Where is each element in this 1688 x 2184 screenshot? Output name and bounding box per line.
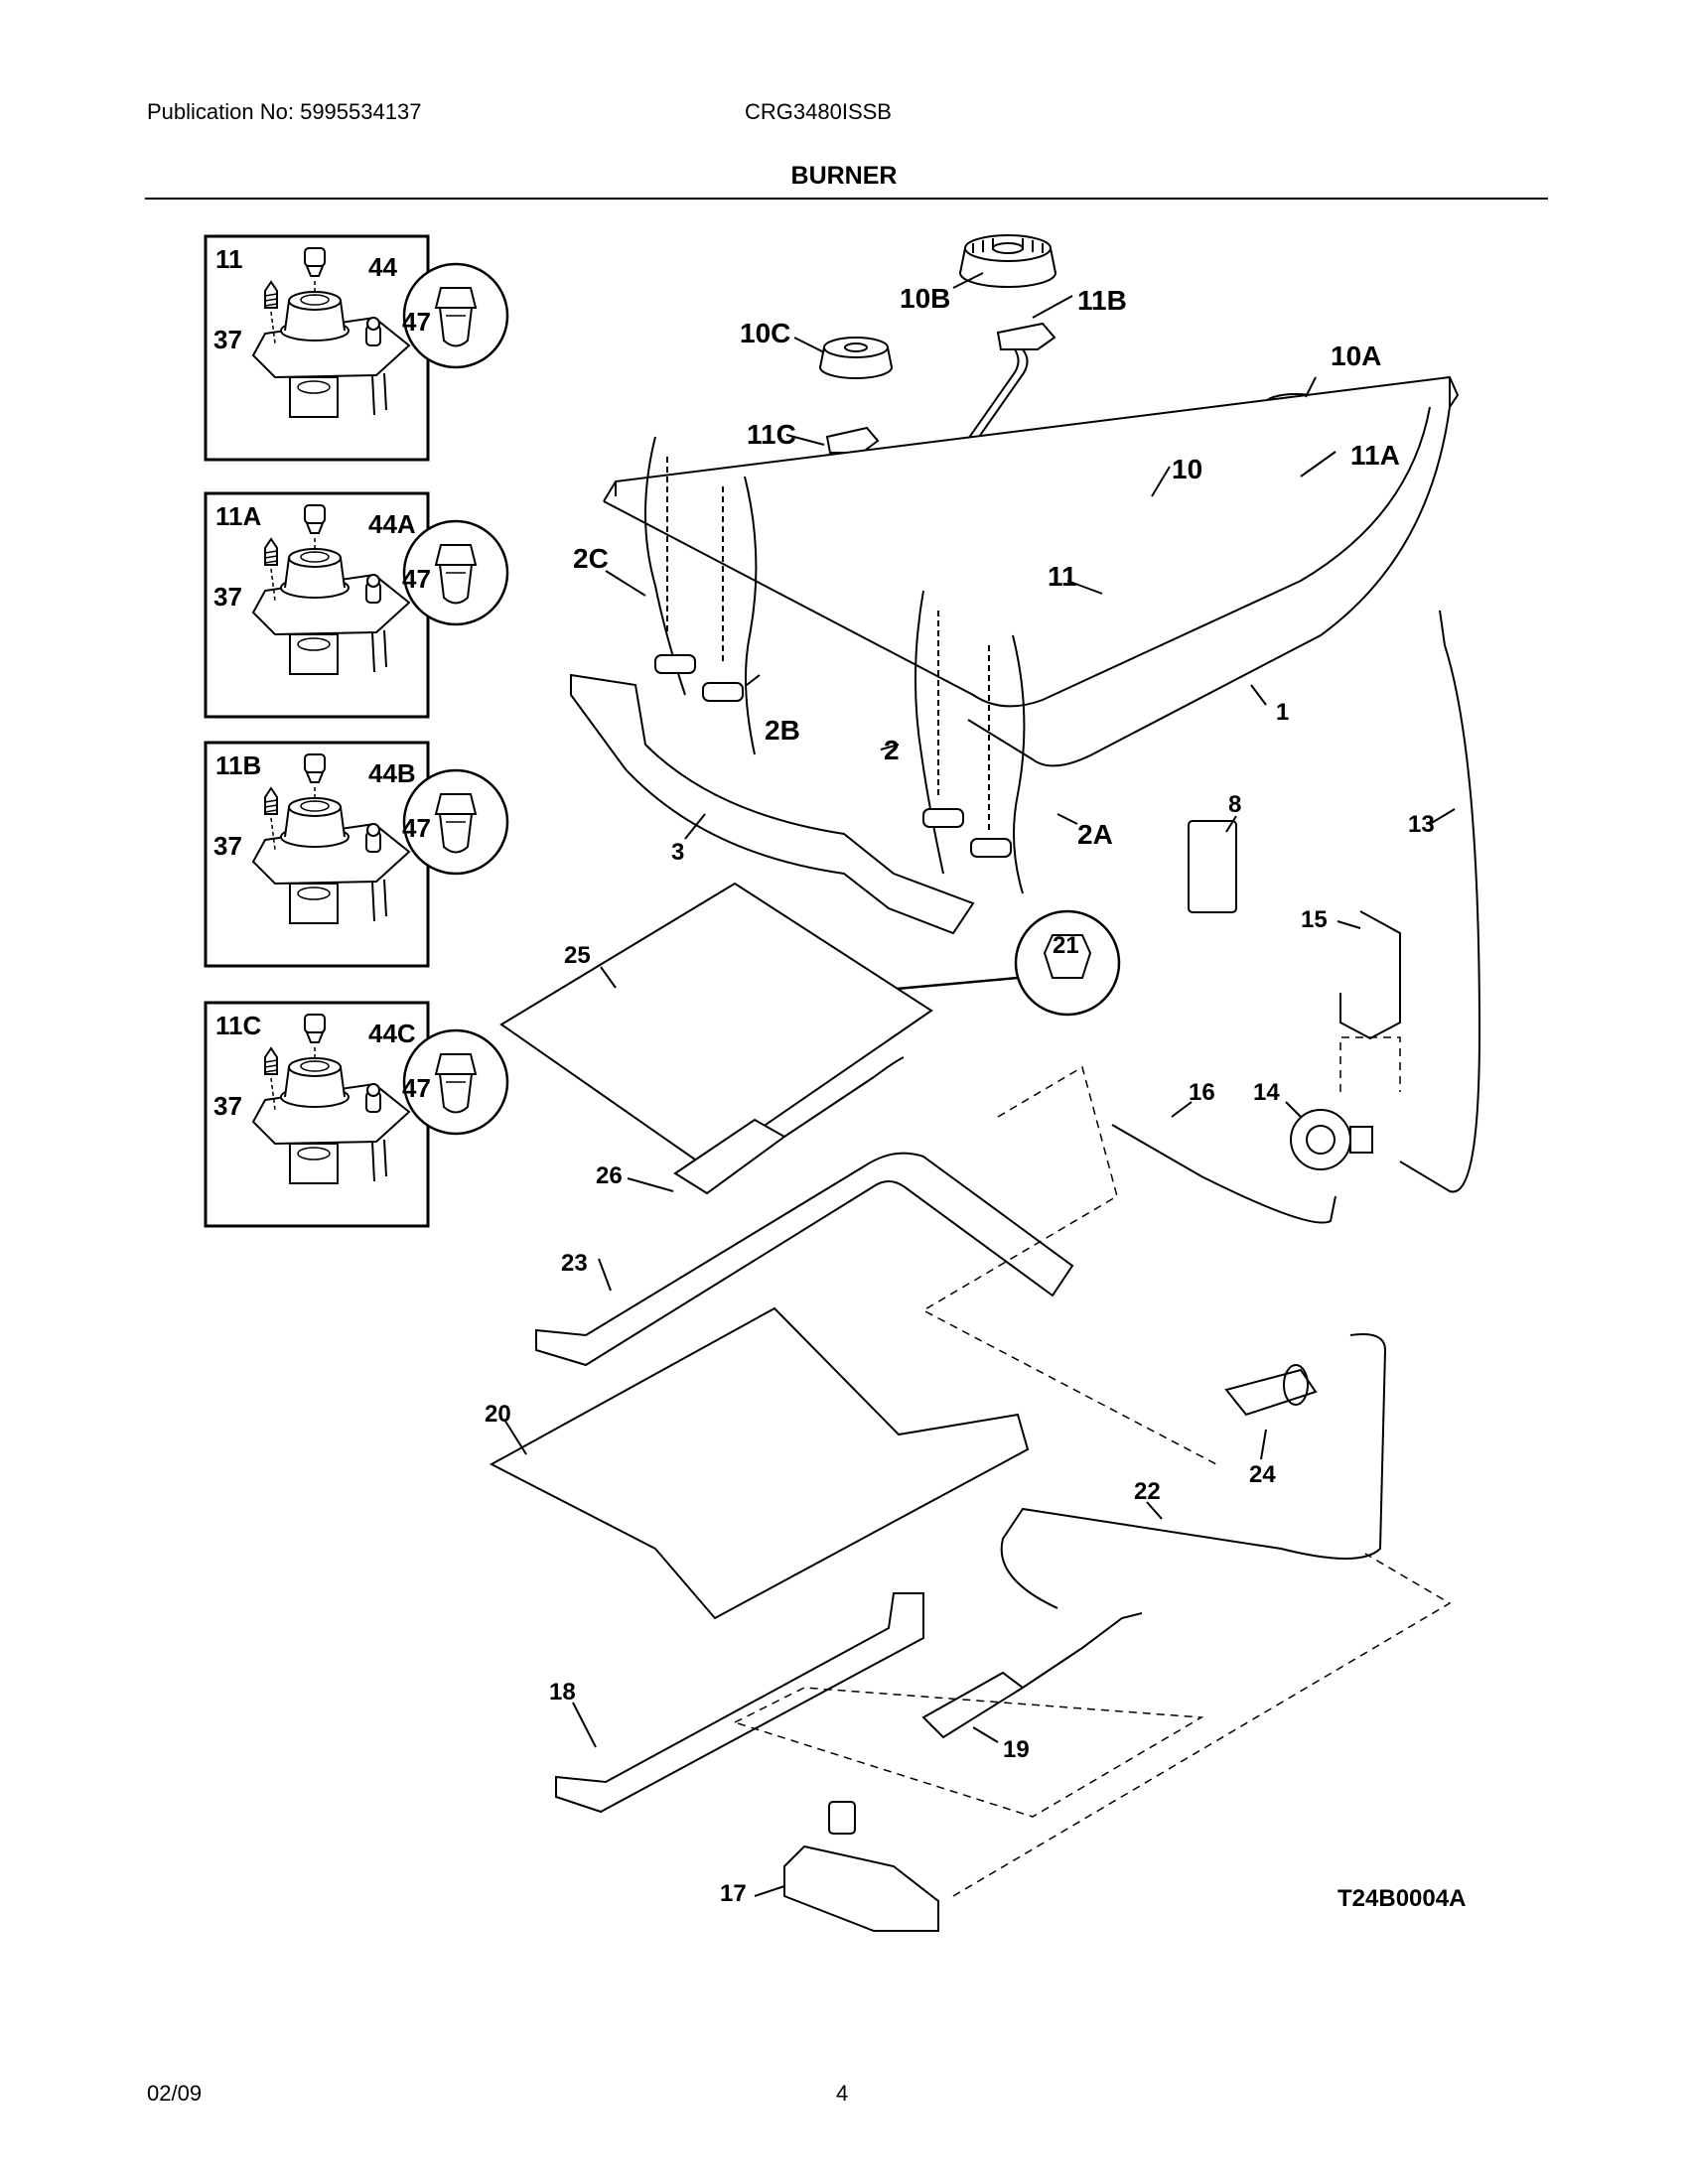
manifold-pipe <box>570 673 975 935</box>
header-rule <box>145 198 1548 200</box>
broil-burner-baffle <box>499 882 933 1168</box>
inset-cap-label: 44 <box>368 252 397 282</box>
inset-screw-label: 37 <box>213 831 242 861</box>
callout-20: 20 <box>485 1401 511 1428</box>
callout-14: 14 <box>1253 1079 1280 1106</box>
valve-assembly-right <box>914 590 1026 894</box>
drawing-code: T24B0004A <box>1337 1885 1466 1912</box>
callout-3: 3 <box>671 839 684 866</box>
inset-screw-label: 37 <box>213 325 242 354</box>
callout-8: 8 <box>1228 791 1241 818</box>
inset-orifice-label: 47 <box>402 1073 431 1103</box>
callout-2b: 2B <box>765 715 800 746</box>
exploded-parts-art <box>489 234 1481 1932</box>
pressure-regulator <box>1290 1109 1373 1170</box>
callout-10c: 10C <box>740 318 790 348</box>
manifold-frame <box>603 375 1460 767</box>
callout-leaders <box>503 272 1456 1897</box>
callout-11: 11 <box>1048 561 1077 592</box>
broil-ignitor <box>673 1056 905 1195</box>
callout-13: 13 <box>1408 811 1435 838</box>
inset-cap-label: 44B <box>368 758 416 788</box>
oven-orifice-holder <box>1224 1364 1318 1417</box>
page-number: 4 <box>836 2081 849 2106</box>
callout-11b: 11B <box>1077 285 1127 316</box>
callout-26: 26 <box>596 1162 623 1189</box>
valve-assembly-left <box>644 436 758 755</box>
model-number: CRG3480ISSB <box>745 99 892 124</box>
inset-11: 11 44 37 47 <box>204 234 509 462</box>
callout-10a: 10A <box>1331 341 1381 371</box>
inset-code: 11 <box>215 244 243 274</box>
callout-23: 23 <box>561 1250 588 1277</box>
regulator-bracket <box>1339 910 1401 1040</box>
callout-16: 16 <box>1189 1079 1215 1106</box>
callout-19: 19 <box>1003 1736 1030 1763</box>
callout-17: 17 <box>720 1880 747 1907</box>
oven-safety-valve <box>783 1801 939 1932</box>
oven-burner-tube <box>1000 1333 1387 1609</box>
regulator-tube <box>1111 1124 1336 1224</box>
bake-ignitor <box>921 1612 1143 1739</box>
inset-orifice-label: 47 <box>402 307 431 337</box>
inset-cap-label: 44C <box>368 1019 416 1048</box>
inset-11b: 11B 44B 37 47 <box>204 741 509 968</box>
callout-25: 25 <box>564 942 591 969</box>
callout-2c: 2C <box>573 543 609 574</box>
bake-burner <box>555 1592 924 1814</box>
burner-head-10b <box>959 234 1056 288</box>
inset-orifice-label: 47 <box>402 564 431 594</box>
callout-2a: 2A <box>1077 819 1113 850</box>
callout-24: 24 <box>1249 1461 1276 1488</box>
callout-11a: 11A <box>1350 440 1400 471</box>
publication-number: Publication No: 5995534137 <box>147 99 422 124</box>
inset-screw-label: 37 <box>213 582 242 612</box>
broil-burner-tube <box>535 1152 1074 1367</box>
callout-21: 21 <box>1053 932 1079 959</box>
inset-11a: 11A 44A 37 47 <box>204 491 509 719</box>
page-title: BURNER <box>790 162 898 190</box>
callout-1: 1 <box>1276 699 1289 726</box>
oven-baffle <box>489 1306 1030 1620</box>
inset-orifice-label: 47 <box>402 813 431 843</box>
inset-screw-label: 37 <box>213 1091 242 1121</box>
inset-cap-label: 44A <box>368 509 416 539</box>
inset-code: 11B <box>215 751 261 780</box>
callout-11c: 11C <box>747 419 796 450</box>
supply-tube <box>1399 610 1481 1193</box>
inset-code: 11C <box>215 1011 261 1040</box>
callout-10b: 10B <box>900 283 950 314</box>
callout-10: 10 <box>1172 454 1202 484</box>
spark-module <box>1188 820 1237 913</box>
callout-2: 2 <box>884 735 900 765</box>
callout-labels: 10B 11B 10C 10A 11C 11A 10 11 2C 2B 2 2A… <box>485 283 1466 1912</box>
inset-11c: 11C 44C 37 47 <box>204 1001 509 1228</box>
assembly-guide-lines <box>733 1036 1452 1897</box>
burner-head-10c <box>819 337 893 379</box>
callout-15: 15 <box>1301 906 1328 933</box>
callout-22: 22 <box>1134 1478 1161 1505</box>
callout-18: 18 <box>549 1679 576 1706</box>
inset-code: 11A <box>215 501 261 531</box>
footer-date: 02/09 <box>147 2081 203 2106</box>
